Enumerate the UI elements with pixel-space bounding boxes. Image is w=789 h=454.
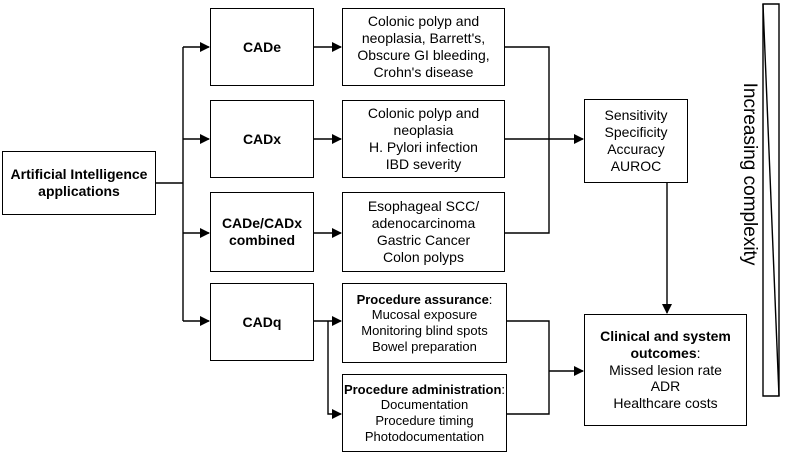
root-box: Artificial Intelligence applications [2, 151, 156, 215]
outcomes-title-2: outcomes [630, 344, 697, 361]
complexity-label-container: Increasing complexity [737, 69, 761, 279]
metric-item: Accuracy [607, 141, 665, 157]
procedure-administration-title: Procedure administration [343, 381, 502, 397]
cade-app-line: Crohn's disease [373, 63, 474, 80]
outcome-item: Healthcare costs [613, 395, 718, 412]
root-line-2: applications [38, 183, 120, 199]
metrics-box: Sensitivity Specificity Accuracy AUROC [584, 99, 688, 183]
combined-app-line: Esophageal SCC/ [367, 198, 480, 215]
outcomes-box: Clinical and system outcomes: Missed les… [584, 314, 747, 426]
metric-item: AUROC [610, 157, 662, 174]
combined-app-line: adenocarcinoma [371, 215, 476, 232]
procedure-assurance-heading: Procedure assurance: [356, 291, 493, 307]
administration-to-merge [507, 371, 550, 415]
administration-item: Procedure timing [375, 413, 474, 428]
metric-item: Specificity [604, 124, 668, 141]
outcomes-title-1: Clinical and system [600, 328, 731, 344]
complexity-label: Increasing complexity [739, 82, 760, 266]
combined-app-line: Gastric Cancer [376, 232, 471, 248]
cadx-app-line: H. Pylori infection [369, 139, 478, 155]
procedure-administration-box: Procedure administration: Documentation … [342, 374, 507, 452]
cade-box: CADe [210, 8, 314, 86]
cade-to-merge [505, 46, 550, 139]
metric-item: Sensitivity [604, 107, 668, 124]
administration-item: Photodocumentation [364, 428, 485, 444]
combined-to-merge [505, 139, 550, 234]
combined-app-line: Colon polyps [383, 248, 464, 265]
cade-app-line: Obscure GI bleeding, [357, 47, 490, 63]
cade-applications-box: Colonic polyp and neoplasia, Barrett's, … [342, 8, 505, 86]
assurance-item: Mucosal exposure [371, 307, 478, 323]
cadx-app-line: Colonic polyp and [367, 105, 480, 122]
root-line-1: Artificial Intelligence [10, 166, 148, 183]
arrow-cadq-administration [327, 321, 342, 419]
cade-app-line: neoplasia, Barrett's, [361, 30, 486, 47]
procedure-administration-heading: Procedure administration: [343, 381, 506, 397]
cadx-app-line: IBD severity [385, 155, 462, 172]
cadx-box: CADx [210, 100, 314, 178]
combined-applications-box: Esophageal SCC/ adenocarcinoma Gastric C… [342, 192, 505, 272]
outcome-item: Missed lesion rate [609, 361, 722, 378]
cade-app-line: Colonic polyp and [367, 13, 480, 30]
complexity-wedge-diagonal [762, 3, 780, 397]
cadx-applications-box: Colonic polyp and neoplasia H. Pylori in… [342, 100, 505, 178]
administration-item: Documentation [380, 397, 469, 413]
cade-label: CADe [242, 38, 282, 55]
combined-box: CADe/CADx combined [210, 192, 314, 272]
combined-label-1: CADe/CADx [221, 215, 303, 232]
cadq-label: CADq [242, 313, 282, 330]
assurance-to-merge [507, 320, 550, 371]
procedure-assurance-box: Procedure assurance: Mucosal exposure Mo… [342, 283, 507, 363]
cadx-label: CADx [242, 130, 282, 147]
outcome-item: ADR [650, 378, 681, 395]
procedure-assurance-title: Procedure assurance [356, 291, 489, 307]
assurance-item: Bowel preparation [372, 338, 477, 354]
combined-label-2: combined [228, 232, 296, 248]
outcomes-heading: outcomes: [630, 344, 701, 361]
cadx-app-line: neoplasia [393, 122, 454, 139]
assurance-item: Monitoring blind spots [361, 323, 488, 338]
cadq-box: CADq [210, 283, 314, 361]
